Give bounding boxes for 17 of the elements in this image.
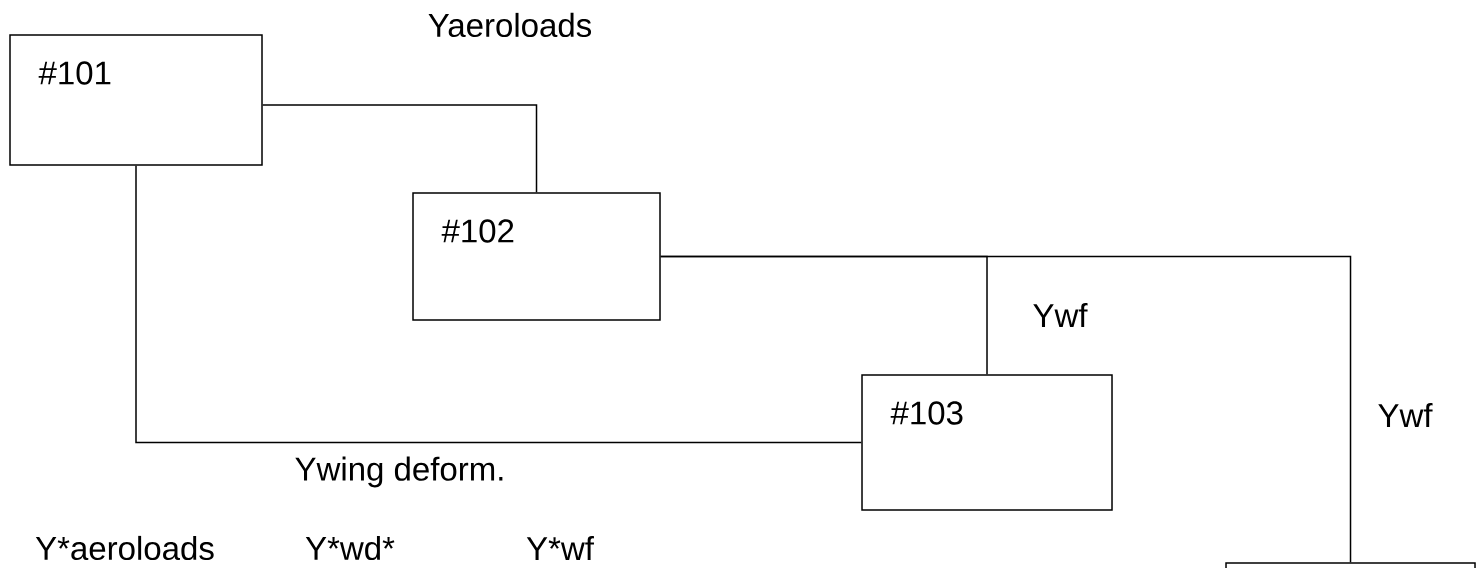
connector-line: [660, 255, 1352, 563]
signal-label: Y*wd*: [305, 535, 395, 561]
connector-line: [262, 104, 538, 193]
signal-label: Y*aeroloads: [35, 535, 214, 561]
edge-label: Ywing deform.: [292, 454, 508, 490]
edge-label: Yaeroloads: [425, 10, 595, 40]
process-box: [412, 192, 661, 321]
box-label: #101: [38, 61, 111, 85]
signal-label: Y*wf: [526, 536, 594, 560]
edge-label: Ywf: [1030, 301, 1090, 329]
process-box: [1225, 562, 1476, 568]
process-box: [861, 374, 1113, 511]
process-box: [9, 34, 263, 166]
edge-label: Ywf: [1375, 401, 1435, 429]
box-label: #103: [890, 401, 963, 425]
connector-line: [135, 165, 862, 444]
box-label: #102: [441, 219, 514, 243]
